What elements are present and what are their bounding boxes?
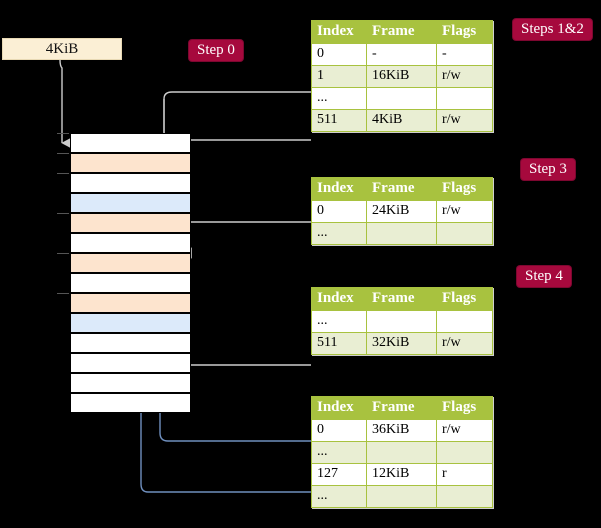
- memory-frame-row: [70, 293, 191, 313]
- table-row: 0--: [311, 43, 493, 66]
- table-cell: [436, 222, 493, 245]
- table-cell: ...: [311, 485, 367, 508]
- table-cell: 4KiB: [366, 109, 437, 132]
- column-header-flags: Flags: [436, 287, 493, 311]
- table-cell: 1: [311, 65, 367, 88]
- memory-frame-row: [70, 313, 191, 333]
- column-header-index: Index: [311, 396, 367, 420]
- memory-tick-mark: [57, 253, 69, 254]
- table-cell: 12KiB: [366, 463, 437, 486]
- column-header-flags: Flags: [436, 396, 493, 420]
- memory-frame-row: [70, 393, 191, 413]
- table-cell: [436, 441, 493, 464]
- table-cell: 127: [311, 463, 367, 486]
- column-header-index: Index: [311, 287, 367, 311]
- wire-step3: [181, 221, 311, 259]
- badge-step-4: Step 4: [517, 266, 571, 287]
- size-label-4kib: 4KiB: [2, 38, 122, 60]
- column-header-index: Index: [311, 177, 367, 201]
- table-cell: r: [436, 463, 493, 486]
- table-cell: 36KiB: [366, 419, 437, 442]
- size-label-text: 4KiB: [45, 41, 79, 57]
- physical-memory-column: [57, 133, 191, 415]
- badge-steps-1-2: Steps 1&2: [513, 19, 592, 40]
- table-cell: [436, 485, 493, 508]
- column-header-flags: Flags: [436, 177, 493, 201]
- table-cell: [366, 87, 437, 110]
- memory-tick-mark: [57, 133, 69, 134]
- memory-tick-mark: [57, 153, 69, 154]
- memory-frame-row: [70, 133, 191, 153]
- memory-frame-row: [70, 153, 191, 173]
- table-cell: 0: [311, 43, 367, 66]
- table-row: ...: [311, 441, 493, 464]
- table-row: ...: [311, 310, 493, 333]
- column-header-frame: Frame: [366, 287, 437, 311]
- table-cell: [366, 310, 437, 333]
- table-cell: [366, 222, 437, 245]
- table-cell: 0: [311, 200, 367, 223]
- table-cell: 16KiB: [366, 65, 437, 88]
- table-cell: 32KiB: [366, 332, 437, 355]
- table-cell: ...: [311, 310, 367, 333]
- column-header-frame: Frame: [366, 177, 437, 201]
- table-cell: [436, 87, 493, 110]
- table-row: ...: [311, 222, 493, 245]
- memory-frame-row: [70, 333, 191, 353]
- wire-4kib-to-memory: [59, 59, 72, 149]
- table-cell: -: [436, 43, 493, 66]
- memory-tick-mark: [57, 293, 69, 294]
- table-cell: ...: [311, 441, 367, 464]
- memory-frame-row: [70, 193, 191, 213]
- table-row: ...: [311, 87, 493, 110]
- column-header-index: Index: [311, 20, 367, 44]
- memory-frame-row: [70, 373, 191, 393]
- table-cell: r/w: [436, 109, 493, 132]
- table-cell: ...: [311, 87, 367, 110]
- memory-frame-row: [70, 273, 191, 293]
- table-cell: 511: [311, 332, 367, 355]
- memory-frame-row: [70, 253, 191, 273]
- badge-step-3: Step 3: [521, 159, 575, 180]
- table-cell: [436, 310, 493, 333]
- column-header-frame: Frame: [366, 20, 437, 44]
- table-cell: r/w: [436, 332, 493, 355]
- memory-tick-mark: [57, 213, 69, 214]
- memory-frame-row: [70, 233, 191, 253]
- table-cell: 0: [311, 419, 367, 442]
- wire-step4: [168, 299, 311, 366]
- memory-frame-row: [70, 173, 191, 193]
- table-cell: r/w: [436, 419, 493, 442]
- table-cell: 511: [311, 109, 367, 132]
- table-cell: r/w: [436, 200, 493, 223]
- memory-frame-row: [70, 353, 191, 373]
- column-header-flags: Flags: [436, 20, 493, 44]
- table-cell: r/w: [436, 65, 493, 88]
- table-cell: -: [366, 43, 437, 66]
- badge-step-0: Step 0: [189, 40, 243, 61]
- table-cell: ...: [311, 222, 367, 245]
- column-header-frame: Frame: [366, 396, 437, 420]
- table-row: ...: [311, 485, 493, 508]
- memory-frame-row: [70, 213, 191, 233]
- table-cell: [366, 441, 437, 464]
- memory-tick-mark: [57, 173, 69, 174]
- table-cell: [366, 485, 437, 508]
- table-cell: 24KiB: [366, 200, 437, 223]
